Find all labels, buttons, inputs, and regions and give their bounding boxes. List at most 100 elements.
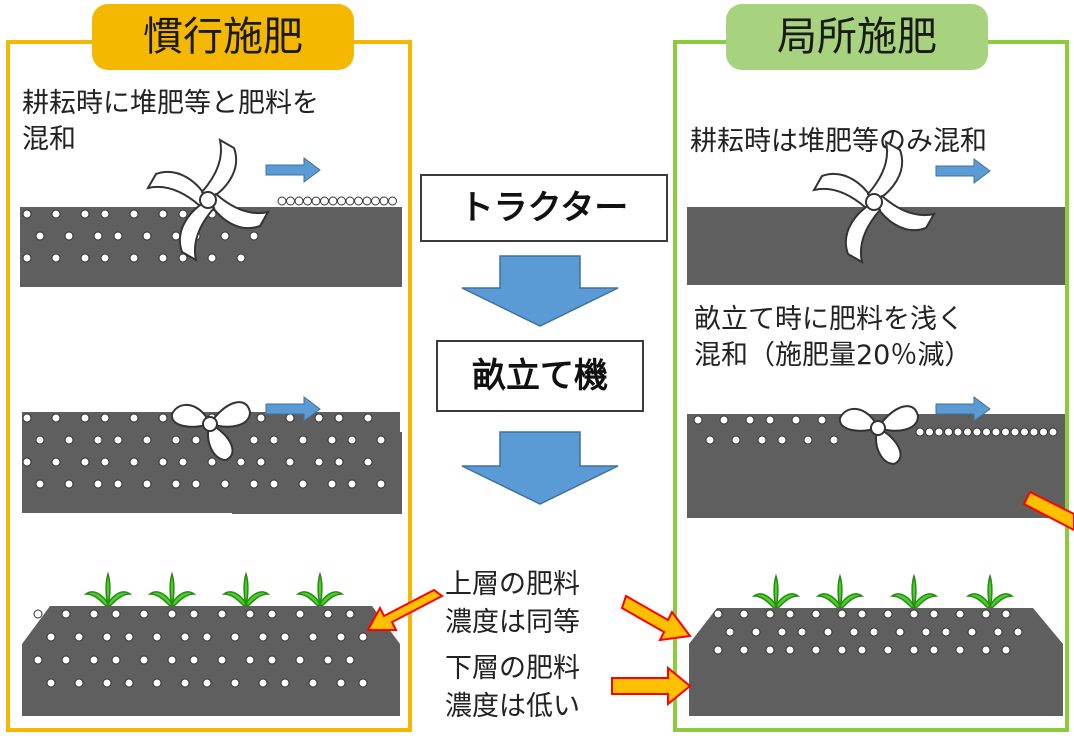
upper-layer-note: 上層の肥料 濃度は同等 — [445, 569, 580, 638]
fertilizer-granule — [320, 196, 329, 206]
fertilizer-granule — [739, 645, 749, 655]
fertilizer-granule — [51, 209, 61, 219]
fertilizer-granule — [207, 457, 217, 467]
fertilizer-granule — [249, 231, 259, 241]
fertilizer-granule — [929, 645, 939, 655]
fertilizer-granule — [33, 609, 43, 619]
fertilizer-granule — [765, 415, 775, 425]
fertilizer-granule — [294, 196, 304, 206]
ridger-label-box: 畝立て機 — [436, 340, 644, 412]
localized-final-ridge — [689, 608, 1063, 716]
fertilizer-granule — [817, 415, 827, 425]
fertilizer-granule — [693, 415, 703, 425]
fertilizer-granule — [719, 415, 729, 425]
fertilizer-granule — [171, 435, 181, 445]
callout-arrow-icon — [620, 594, 692, 642]
process-arrow-down-icon — [461, 255, 619, 327]
fertilizer-granule — [925, 427, 934, 437]
fertilizer-granule — [869, 627, 879, 637]
fertilizer-granule — [236, 253, 246, 263]
fertilizer-granule — [113, 231, 123, 241]
fertilizer-granule — [124, 632, 134, 642]
process-arrow-down-icon — [461, 431, 619, 505]
seedling-icon — [965, 573, 1015, 610]
fertilizer-granule — [152, 678, 162, 688]
fertilizer-granule — [308, 678, 318, 688]
fertilizer-granule — [713, 645, 723, 655]
callout-arrow-icon — [366, 588, 444, 631]
fertilizer-granule — [725, 627, 735, 637]
fertilizer-granule — [93, 435, 103, 445]
fertilizer-granule — [46, 632, 56, 642]
fertilizer-granule — [22, 413, 32, 423]
seedlings — [83, 571, 1015, 610]
fertilizer-granule — [895, 627, 905, 637]
fertilizer-granule — [376, 479, 386, 489]
conventional-final-ridge — [22, 606, 400, 716]
seedling-icon — [221, 571, 271, 608]
fertilizer-granule — [941, 627, 951, 637]
fertilizer-granule — [46, 678, 56, 688]
fertilizer-granule — [80, 253, 90, 263]
fertilizer-granule — [100, 413, 110, 423]
fertilizer-granule — [102, 678, 112, 688]
fertilizer-granule — [171, 479, 181, 489]
fertilizer-granule — [921, 627, 931, 637]
fertilizer-granule — [803, 435, 813, 445]
fertilizer-granule — [785, 609, 795, 619]
localized-tillage-soil — [687, 207, 1065, 285]
seedling-icon — [889, 573, 939, 610]
fertilizer-granule — [785, 645, 795, 655]
fertilizer-granule — [376, 435, 386, 445]
fertilizer-granule — [129, 209, 139, 219]
fertilizer-granule — [202, 632, 212, 642]
seedling-icon — [751, 573, 801, 610]
fertilizer-granule — [298, 479, 308, 489]
fertilizer-granule — [308, 632, 318, 642]
fertilizer-granule — [189, 655, 199, 665]
fertilizer-granule — [93, 231, 103, 241]
fertilizer-granule — [883, 609, 893, 619]
fertilizer-granule — [909, 645, 919, 655]
fertilizer-granule — [328, 196, 338, 206]
fertilizer-granule — [953, 427, 963, 437]
fertilizer-granule — [249, 435, 259, 445]
fertilizer-granule — [93, 479, 103, 489]
fertilizer-granule — [171, 231, 181, 241]
fertilizer-granule — [1039, 427, 1048, 437]
fertilizer-granule — [129, 457, 139, 467]
fertilizer-granule — [765, 645, 775, 655]
fertilizer-granule — [334, 457, 344, 467]
tractor-label-box: トラクター — [420, 174, 668, 242]
fertilizer-granule — [811, 609, 821, 619]
fertilizer-granule — [158, 253, 168, 263]
fertilizer-granule — [269, 435, 279, 445]
fertilizer-granule — [267, 655, 277, 665]
fertilizer-granule — [336, 678, 346, 688]
rotary-tiller-icon — [146, 138, 270, 262]
fertilizer-granule — [314, 413, 324, 423]
fertilizer-granule — [111, 655, 121, 665]
seedling-icon — [83, 571, 133, 608]
fertilizer-granule — [167, 655, 177, 665]
fertilizer-granule — [358, 632, 368, 642]
fertilizer-granule — [269, 479, 279, 489]
seedling-icon — [147, 571, 197, 608]
conventional-title: 慣行施肥 — [92, 4, 354, 70]
fertilizer-granule — [314, 457, 324, 467]
fertilizer-granule — [152, 632, 162, 642]
fertilizer-granule — [705, 435, 715, 445]
fertilizer-granule — [74, 632, 84, 642]
fertilizer-granule — [915, 427, 925, 437]
fertilizer-granule — [982, 427, 991, 437]
fertilizer-granule — [1001, 427, 1010, 437]
fertilizer-granule — [285, 413, 295, 423]
fertilizer-granule — [220, 479, 230, 489]
fertilizer-granule — [178, 209, 188, 219]
fertilizer-granule — [178, 457, 188, 467]
fertilizer-granule — [142, 479, 152, 489]
fertilizer-granule — [142, 435, 152, 445]
fertilizer-granule — [345, 655, 355, 665]
fertilizer-granule — [230, 678, 240, 688]
fertilizer-granule — [295, 609, 305, 619]
